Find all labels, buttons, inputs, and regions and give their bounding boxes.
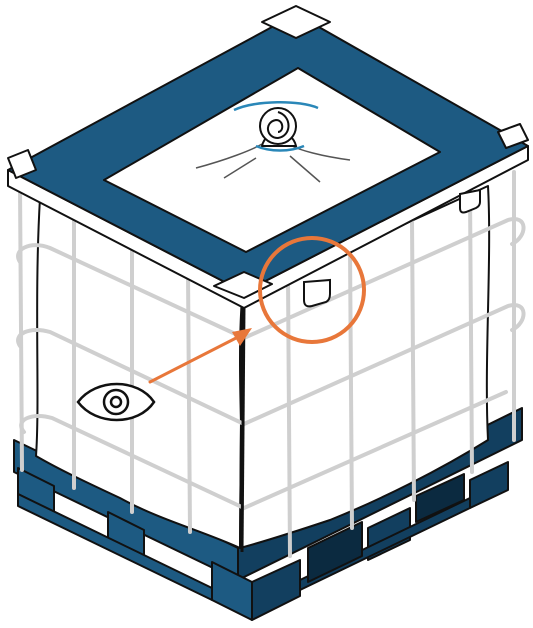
pallet-bottom-left: [17, 493, 213, 601]
bracket-tabs: [303, 188, 481, 308]
pallet-bottom-right: [299, 497, 471, 591]
lid: [7, 5, 529, 309]
pallet-opening: [415, 473, 465, 523]
lid-opening: [103, 67, 441, 253]
spout-tie: [233, 101, 319, 152]
lid-corner-tab: [497, 123, 529, 149]
spout-cap: [259, 107, 297, 145]
lid-corner-tab: [213, 271, 273, 299]
lid-corner-tab: [261, 5, 331, 39]
cage-ring: [19, 390, 508, 511]
cage-bar: [348, 246, 354, 530]
cage-bar: [186, 270, 192, 534]
highlight-circle: [258, 236, 366, 344]
cage-bar: [468, 190, 474, 474]
arrow-icon: [148, 328, 252, 384]
cage-bar: [410, 218, 416, 502]
pallet-opening: [307, 521, 363, 583]
pallet-foot-right-3: [469, 461, 509, 509]
eye-icon: [76, 382, 156, 422]
bracket-tab-highlighted: [303, 278, 331, 308]
pallet-foot-right-1: [251, 559, 301, 621]
cage-bar: [286, 274, 292, 558]
liner-top-folds: [195, 143, 351, 183]
liner-spout: [195, 101, 351, 183]
spout-swirl: [267, 111, 290, 140]
lid-corner-tab: [7, 149, 37, 179]
cage-corner-post: [240, 305, 246, 553]
bracket-tab-rear: [459, 188, 481, 214]
